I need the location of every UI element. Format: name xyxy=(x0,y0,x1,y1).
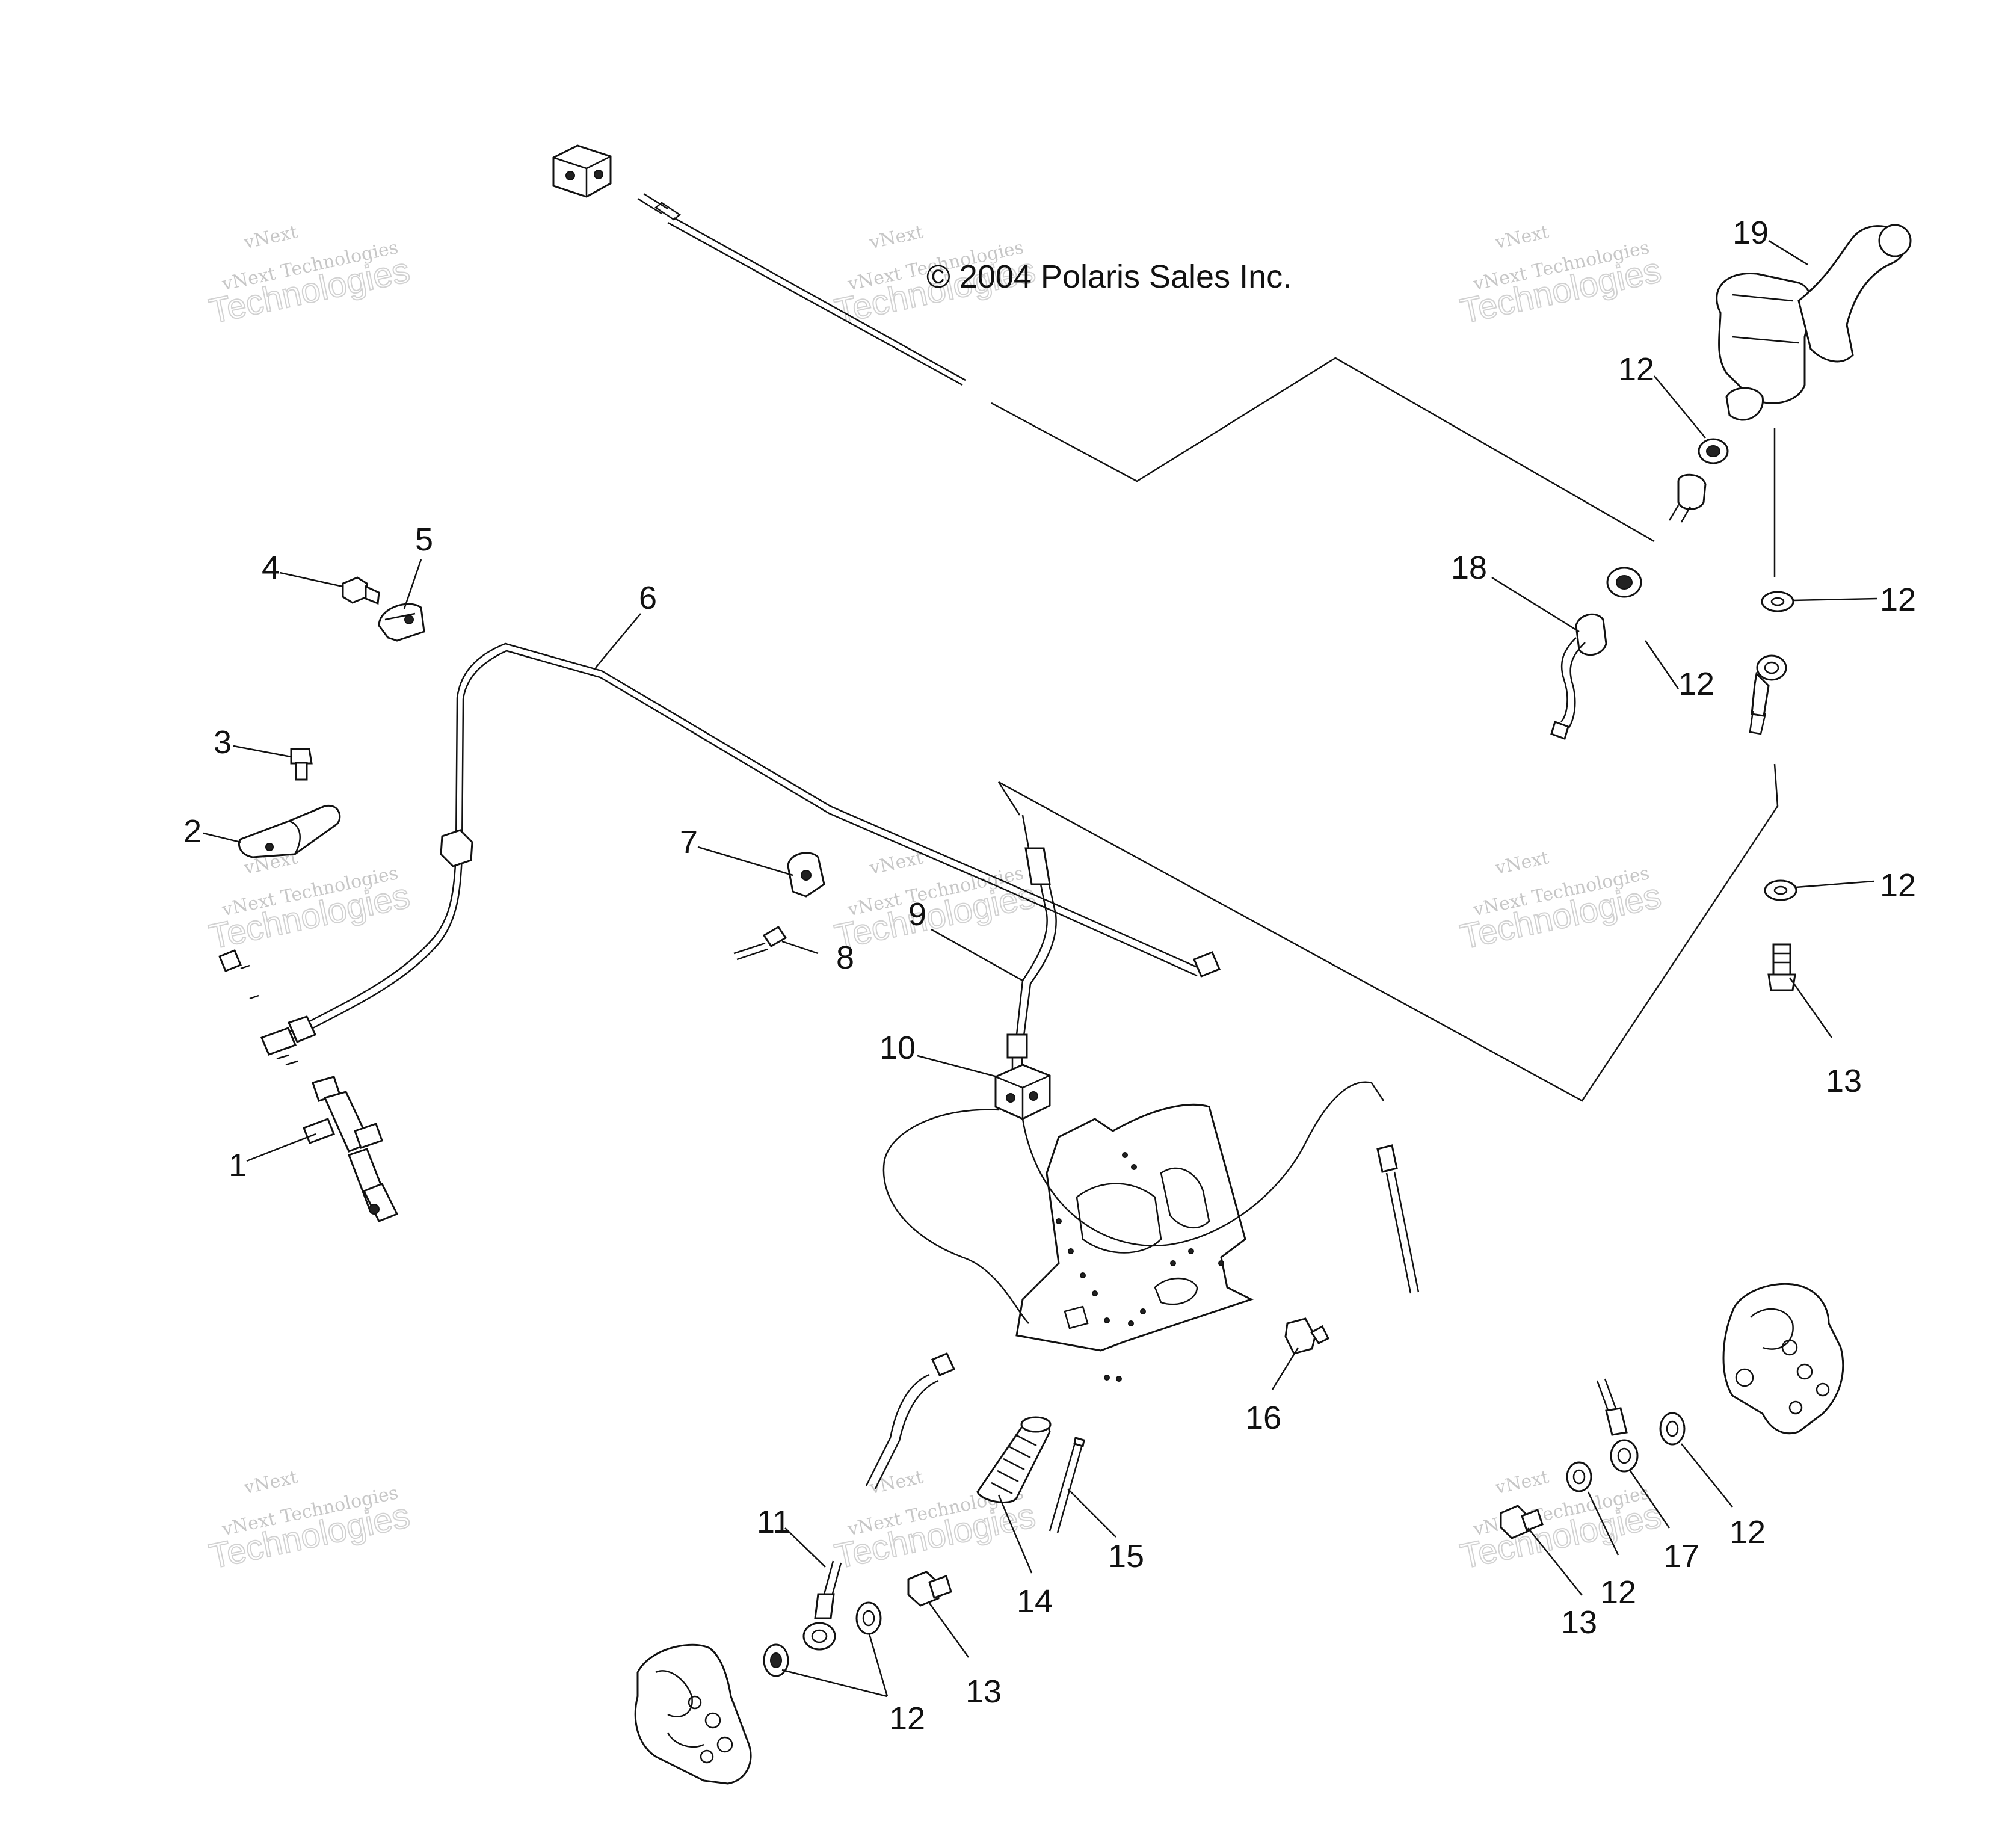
banjo-bolt-13-right xyxy=(1500,1505,1544,1539)
callout-14: 14 xyxy=(1017,1583,1053,1619)
rivet-8 xyxy=(733,925,787,961)
callout-15: 15 xyxy=(1108,1538,1144,1574)
callout-10: 10 xyxy=(879,1030,916,1066)
callout-12: 12 xyxy=(889,1701,925,1737)
callout-17: 17 xyxy=(1663,1538,1699,1574)
callout-1: 1 xyxy=(229,1147,247,1183)
callout-12: 12 xyxy=(1880,582,1916,618)
callout-13: 13 xyxy=(1826,1063,1862,1099)
proportioning-valve-1 xyxy=(303,1076,399,1222)
washer-hole xyxy=(770,1652,782,1668)
callout-9: 9 xyxy=(908,896,926,932)
callout-3: 3 xyxy=(214,724,232,760)
clamp-2 xyxy=(238,804,341,858)
brake-light-switch xyxy=(1550,613,1607,740)
rear-caliper xyxy=(1722,1283,1844,1435)
watermark: vNext vNext Technologies Technologies xyxy=(831,847,1040,957)
callout-18: 18 xyxy=(1451,550,1487,586)
callout-2: 2 xyxy=(183,813,202,849)
callout-13: 13 xyxy=(1561,1604,1597,1640)
callout-5: 5 xyxy=(415,522,433,558)
watermark: vNext vNext Technologies Technologies xyxy=(205,221,414,331)
callout-8: 8 xyxy=(836,940,854,976)
svg-text:vNext: vNext xyxy=(242,221,300,253)
svg-text:vNext: vNext xyxy=(242,1467,300,1498)
watermark-group: vNext vNext Technologies Technologies vN… xyxy=(205,221,1665,1577)
watermark: vNext vNext Technologies Technologies xyxy=(1456,847,1665,957)
callout-6: 6 xyxy=(639,580,657,616)
pin-15 xyxy=(1049,1437,1085,1533)
hose-loop-left xyxy=(882,1109,1029,1324)
washer xyxy=(1659,1412,1686,1446)
washer-hole xyxy=(1616,575,1633,590)
junction-block-10 xyxy=(994,1064,1051,1120)
copyright-text: © 2004 Polaris Sales Inc. xyxy=(926,259,1292,295)
clip-5 xyxy=(378,603,425,642)
banjo-fitting-17 xyxy=(1596,1378,1639,1473)
callout-16: 16 xyxy=(1245,1400,1281,1436)
svg-text:vNext: vNext xyxy=(867,1467,925,1498)
washer-hole xyxy=(1706,445,1720,457)
banjo-fitting xyxy=(1677,473,1707,510)
callout-12: 12 xyxy=(1880,867,1916,904)
svg-text:vNext: vNext xyxy=(1493,221,1551,253)
washer xyxy=(1761,591,1794,612)
leader-lines xyxy=(203,239,1877,1698)
bolt-4 xyxy=(342,576,380,605)
banjo-fitting-11 xyxy=(802,1560,842,1651)
callout-12: 12 xyxy=(1678,666,1714,702)
callout-labels: 19 12 12 12 18 12 13 4 5 6 3 2 7 8 9 10 … xyxy=(183,215,1916,1737)
callout-13: 13 xyxy=(966,1674,1002,1710)
callout-11: 11 xyxy=(757,1504,790,1540)
fitting xyxy=(218,949,242,972)
top-brake-line xyxy=(552,144,1655,543)
callout-12: 12 xyxy=(1618,351,1654,387)
svg-text:vNext: vNext xyxy=(867,221,925,253)
bolt-16 xyxy=(1284,1317,1330,1355)
dash-marks xyxy=(240,964,292,1051)
mounting-plate xyxy=(1015,1103,1254,1382)
brake-line-6 xyxy=(260,642,1221,1056)
svg-text:vNext: vNext xyxy=(1493,847,1551,879)
callout-12: 12 xyxy=(1600,1574,1636,1610)
hose-loop-right xyxy=(1021,1081,1385,1247)
front-caliper xyxy=(634,1643,752,1785)
spring-14 xyxy=(976,1416,1052,1503)
washer xyxy=(855,1601,882,1635)
banjo-bolt xyxy=(1767,943,1796,991)
banjo-bolt-13 xyxy=(907,1571,952,1607)
rear-hose xyxy=(1376,1144,1420,1294)
callout-4: 4 xyxy=(262,550,280,586)
svg-text:vNext: vNext xyxy=(1493,1467,1551,1498)
callout-19: 19 xyxy=(1732,215,1769,251)
callout-7: 7 xyxy=(680,824,698,860)
master-cylinder-lever xyxy=(1716,224,1912,578)
front-hose-left xyxy=(865,1352,956,1489)
clip-7 xyxy=(787,852,825,898)
callout-12: 12 xyxy=(1729,1514,1766,1550)
washer xyxy=(1764,879,1797,901)
watermark: vNext vNext Technologies Technologies xyxy=(205,1467,414,1577)
hose-9 xyxy=(1006,847,1057,1070)
washer xyxy=(1566,1461,1592,1492)
rear-hose-upper-right xyxy=(997,654,1787,1102)
bolt-3 xyxy=(290,748,313,781)
watermark: vNext vNext Technologies Technologies xyxy=(1456,221,1665,331)
